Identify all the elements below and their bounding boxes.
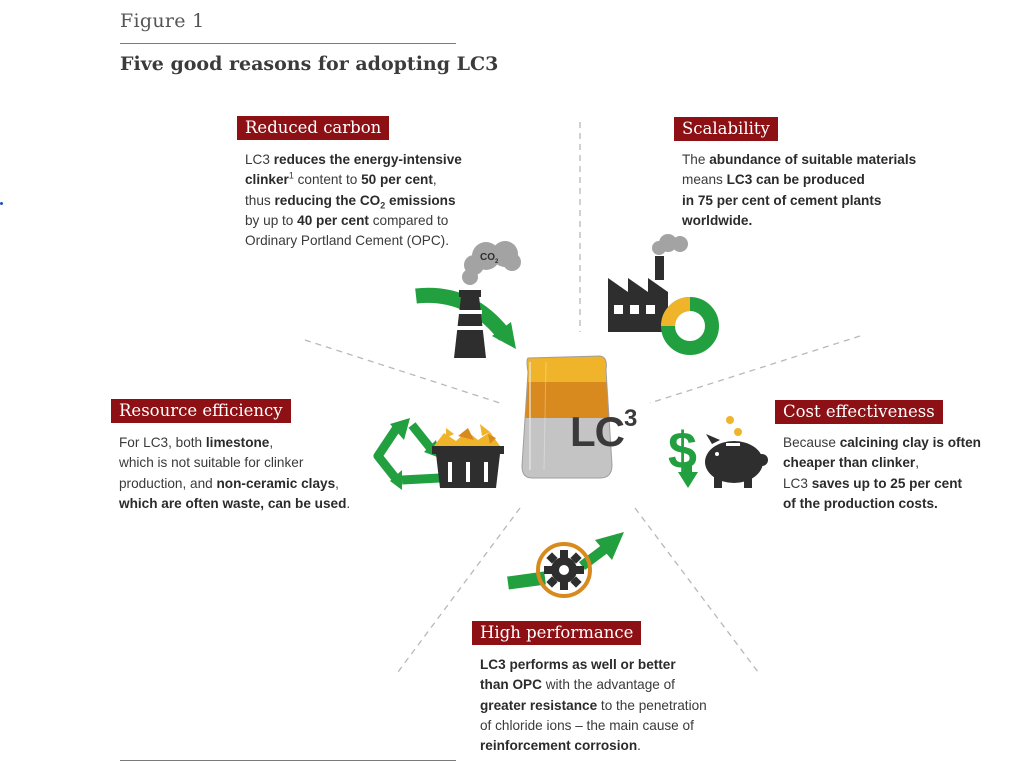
- tag-high-performance: High performance: [472, 621, 642, 645]
- tag-reduced-carbon: Reduced carbon: [237, 116, 390, 140]
- tag-scalability: Scalability: [674, 117, 778, 141]
- divider-right: [649, 335, 861, 404]
- figure-title: Five good reasons for adopting LC3: [120, 53, 499, 75]
- tag-resource-efficiency: Resource efficiency: [111, 399, 291, 423]
- bottom-rule: [120, 760, 456, 761]
- text-high-performance: LC3 performs as well or better than OPC …: [480, 657, 707, 754]
- rubble-bin-icon: [432, 424, 504, 488]
- recycle-icon: [373, 418, 441, 490]
- chimney-icon: CO2: [415, 241, 521, 358]
- co2-subscript: 2: [495, 259, 499, 265]
- divider-left: [304, 339, 501, 404]
- text-resource-efficiency: For LC3, both limestone, which is not su…: [119, 435, 351, 511]
- top-rule: [120, 43, 456, 44]
- svg-text:$: $: [668, 422, 697, 480]
- svg-text:LC3: LC3: [570, 405, 637, 455]
- svg-text:CO2: CO2: [480, 252, 499, 265]
- text-scalability: The abundance of suitable materials mean…: [682, 152, 917, 228]
- stray-dot: [0, 202, 3, 205]
- factory-icon: [608, 234, 719, 355]
- bag-superscript: 3: [624, 405, 637, 432]
- coins-icon: [726, 416, 742, 436]
- radial-dividers: [304, 122, 861, 673]
- figure-label: Figure 1: [120, 10, 205, 32]
- text-reduced-carbon: LC3 reduces the energy-intensive clinker…: [245, 152, 462, 249]
- gear-icon: [536, 542, 592, 598]
- bag-brand-text: LC: [570, 408, 625, 455]
- cement-bag-icon: LC3: [521, 355, 638, 479]
- piggy-bank-icon: [705, 434, 768, 488]
- divider-bottom-left: [397, 507, 521, 673]
- co2-label: CO: [480, 252, 495, 263]
- tag-cost-effectiveness: Cost effectiveness: [775, 400, 943, 424]
- text-cost-effectiveness: Because calcining clay is often cheaper …: [783, 435, 981, 511]
- divider-bottom-right: [634, 507, 759, 673]
- dollar-icon: $: [668, 422, 698, 488]
